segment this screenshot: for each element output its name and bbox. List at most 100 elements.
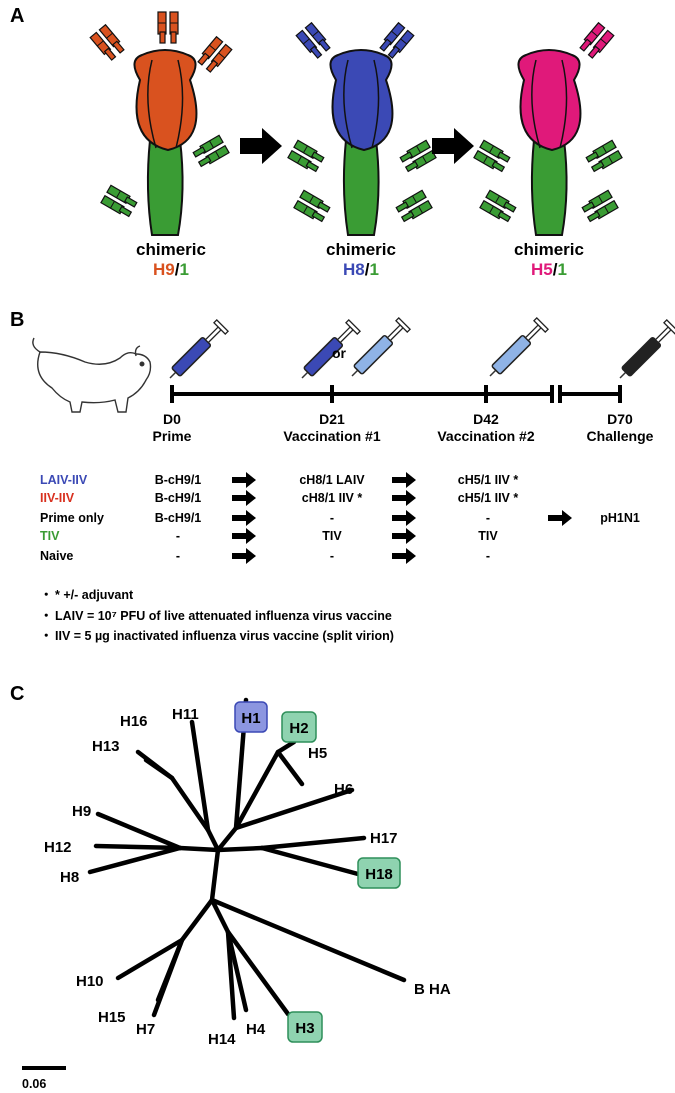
arrow-icon — [240, 128, 282, 164]
leaf-highlight-box — [287, 1011, 323, 1043]
arrow-icon — [392, 510, 416, 526]
tree-branch — [215, 845, 265, 853]
scale-label: 0.06 — [22, 1077, 46, 1091]
construct-h8 — [287, 22, 437, 236]
leaf-label: H10 — [76, 973, 104, 990]
arrow-icon — [392, 528, 416, 544]
leaf-label: H2 — [289, 720, 308, 737]
group-name: LAIV-IIV — [40, 473, 88, 487]
tree-branch — [225, 929, 291, 1017]
syringe-icon — [169, 319, 229, 379]
tree-branch — [115, 937, 185, 981]
arrow-icon — [232, 548, 256, 564]
stalk — [530, 139, 568, 236]
tree-branch — [259, 835, 367, 851]
tree-branch — [135, 749, 175, 781]
tree-branch — [179, 897, 215, 943]
leaf-label: H12 — [44, 839, 72, 856]
note-adjuvant: * +/- adjuvant — [55, 588, 134, 602]
note-iiv: IIV = 5 µg inactivated influenza virus v… — [55, 629, 394, 643]
timepoint-label: Vaccination #2 — [437, 428, 534, 444]
group-vacc2: - — [486, 549, 490, 563]
group-name: TIV — [40, 529, 60, 543]
group-vacc2: cH5/1 IIV * — [458, 491, 519, 505]
group-row-iiv-iiv: IIV-IIV B-cH9/1 cH8/1 IIV * cH5/1 IIV * — [40, 491, 518, 505]
tree-branch — [225, 929, 249, 1013]
phylogenetic-tree — [87, 697, 407, 1021]
leaf-label: H6 — [334, 781, 353, 798]
scale-bar: 0.06 — [22, 1066, 66, 1091]
panel-b-letter: B — [10, 309, 24, 331]
group-vacc1: TIV — [322, 529, 342, 543]
tree-branch — [209, 897, 231, 935]
antibodies-head — [577, 22, 615, 60]
tree-branch — [95, 811, 183, 851]
group-name: IIV-IIV — [40, 491, 75, 505]
tree-branch — [87, 845, 183, 875]
tree-branch — [233, 749, 281, 831]
stalk — [342, 139, 380, 236]
group-row-prime-only: Prime only B-cH9/1 - - — [40, 511, 490, 525]
group-prime: B-cH9/1 — [155, 473, 202, 487]
tree-branch — [169, 775, 211, 833]
challenge-virus: pH1N1 — [600, 511, 640, 525]
tree-branch — [209, 847, 221, 903]
tree-branch — [93, 843, 183, 851]
group-row-laiv-iiv: LAIV-IIV B-cH9/1 cH8/1 LAIV cH5/1 IIV * — [40, 473, 518, 487]
tree-branch — [275, 739, 297, 755]
group-prime: B-cH9/1 — [155, 491, 202, 505]
tree-branch — [215, 825, 239, 853]
tree-branch — [177, 845, 221, 853]
group-vacc2: - — [486, 511, 490, 525]
panel-c-letter: C — [10, 683, 24, 705]
leaf-label: H11 — [172, 706, 199, 723]
leaf-label: H13 — [92, 738, 120, 755]
panel-a-letter: A — [10, 5, 24, 27]
tree-branch — [189, 719, 211, 833]
construct-h5-word: chimeric — [514, 240, 584, 259]
leaf-label: H9 — [72, 803, 91, 820]
notes: ・ * +/- adjuvant ・ LAIV = 10⁷ PFU of liv… — [40, 588, 394, 643]
construct-h9 — [89, 11, 233, 236]
tree-branch — [259, 845, 361, 877]
leaf-label: H1 — [241, 710, 260, 727]
group-vacc1: cH8/1 LAIV — [299, 473, 365, 487]
timepoint-day: D21 — [319, 411, 345, 427]
leaf-label: B HA — [414, 981, 451, 998]
timeline — [170, 385, 622, 403]
tree-branch — [205, 827, 221, 853]
tree-branch — [151, 937, 185, 1018]
stalk — [146, 139, 184, 236]
leaf-label: H16 — [120, 713, 148, 730]
hemagglutinin-head — [517, 49, 582, 152]
syringe-icon — [351, 317, 411, 377]
group-row-naive: Naive - - - — [40, 549, 490, 563]
timepoint-label: Prime — [153, 428, 192, 444]
hemagglutinin-head — [133, 49, 198, 152]
row-arrows — [232, 472, 572, 564]
arrow-icon — [232, 510, 256, 526]
syringe-icon — [489, 317, 549, 377]
construct-h9-name: H9/1 — [153, 260, 189, 279]
timepoint-label: Vaccination #1 — [283, 428, 380, 444]
note-laiv: LAIV = 10⁷ PFU of live attenuated influe… — [55, 609, 392, 623]
arrow-icon — [232, 472, 256, 488]
group-vacc1: - — [330, 511, 334, 525]
note-bullet: ・ — [40, 609, 53, 623]
leaf-label: H17 — [370, 830, 398, 847]
arrow-icon — [432, 128, 474, 164]
tree-branch — [233, 787, 355, 831]
note-bullet: ・ — [40, 588, 53, 602]
group-name: Prime only — [40, 511, 104, 525]
construct-h8-word: chimeric — [326, 240, 396, 259]
arrow-icon — [232, 490, 256, 506]
timepoint-day: D42 — [473, 411, 499, 427]
hemagglutinin-head — [329, 49, 394, 152]
construct-h8-name: H8/1 — [343, 260, 379, 279]
arrow-icon — [392, 490, 416, 506]
group-vacc1: - — [330, 549, 334, 563]
or-label: or — [332, 345, 347, 361]
timepoint-day: D0 — [163, 411, 181, 427]
group-name: Naive — [40, 549, 73, 563]
